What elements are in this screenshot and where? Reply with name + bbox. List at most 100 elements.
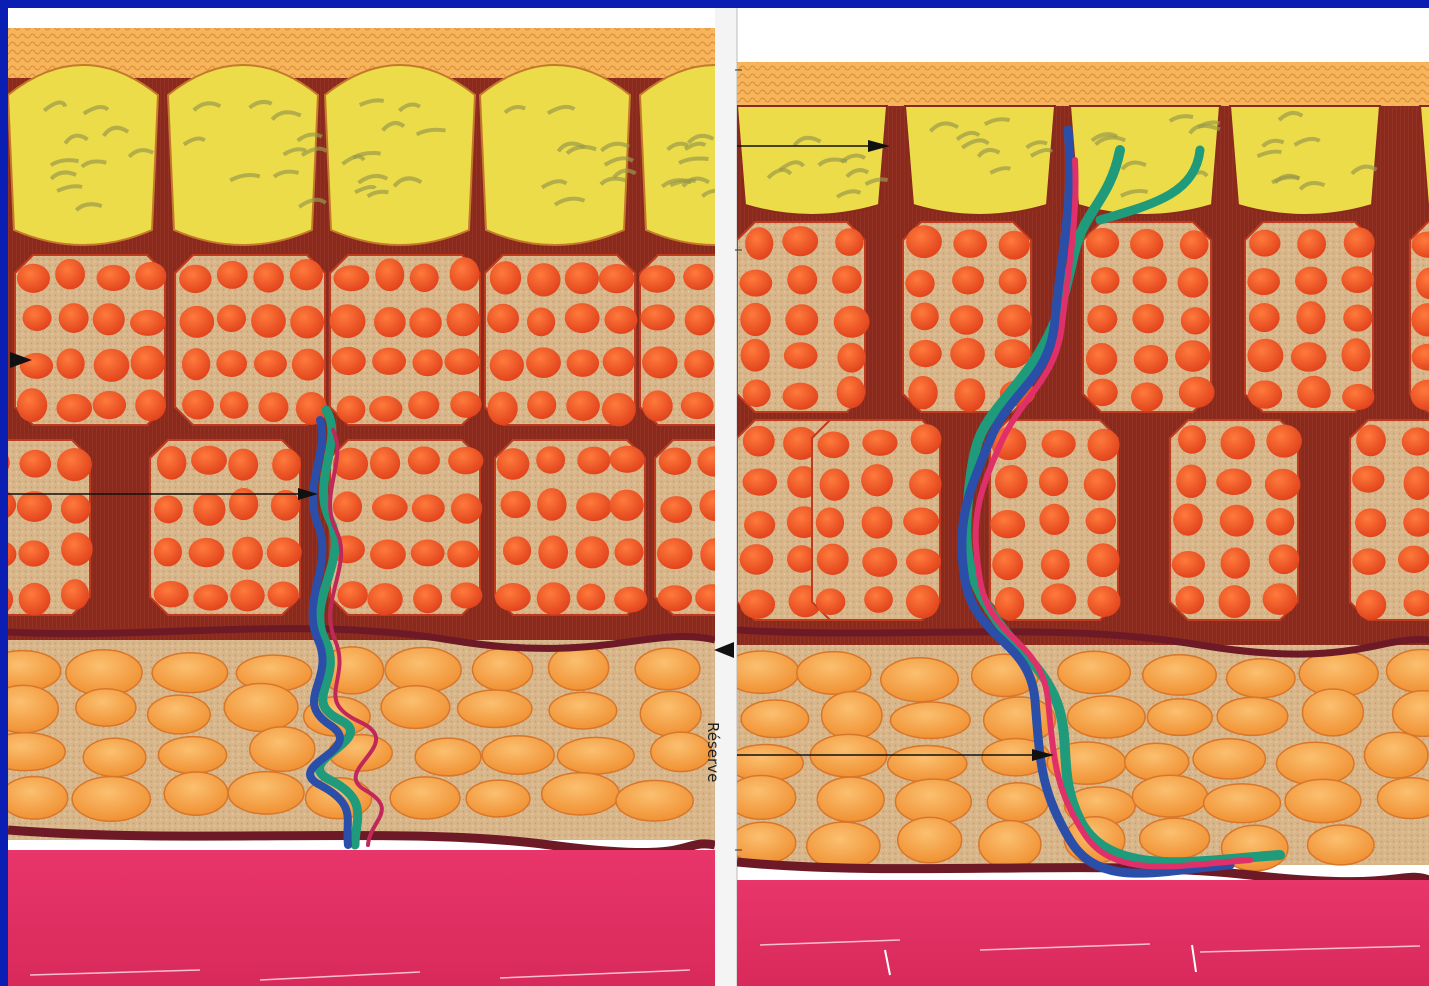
fat-cell [576,492,612,521]
fat-cell [537,488,566,521]
fat-cell [1086,508,1117,534]
fat-cell [17,491,52,522]
fat-cell [903,507,939,535]
fat-cell [739,270,772,297]
fat-cell [745,227,773,260]
fat-cell [641,304,675,330]
fat-cell [785,304,818,335]
deep-fat-cell [888,746,967,783]
fat-cell [1039,504,1069,535]
fat-cell [999,231,1030,260]
fat-cell [575,536,609,568]
fat-cell [537,582,571,615]
fat-cell [1179,377,1215,408]
fat-cell [1042,430,1076,458]
fat-cell [832,265,862,293]
fat-cell [1172,551,1205,578]
fat-cell [782,383,818,410]
fat-cell [193,493,225,526]
fat-cell [179,265,211,293]
fat-cell [497,448,530,480]
fat-cell [130,310,166,336]
fat-cell [447,540,479,567]
fat-cell [253,262,284,292]
deep-fat-cell [1227,659,1295,698]
fat-cell [370,540,406,570]
margin-label-reserve: Réserve [704,722,722,782]
fat-cell [290,306,324,339]
fat-cell [816,588,846,615]
deep-fat-cell [1147,699,1212,736]
fat-cell [131,346,166,380]
fat-cell [602,393,636,426]
fat-cell [911,424,942,454]
deep-fat-cell [381,686,450,729]
fat-cell [193,584,228,610]
fat-cell [372,494,408,521]
fat-cell [1181,307,1210,334]
deep-fat-cell [549,645,609,690]
fat-cell [57,448,92,481]
fat-cell [642,390,672,421]
deep-fat-cell [164,772,228,815]
fat-cell [217,261,248,289]
deep-fat-cell [1067,696,1145,738]
deep-fat-cell [890,702,970,738]
fat-cell [862,430,897,456]
fat-cell [909,469,942,500]
fat-cell [817,544,849,575]
fat-cell [487,304,519,333]
deep-fat-cell [817,777,884,822]
fat-cell [412,494,445,522]
fat-cell [614,587,647,613]
fat-cell [154,496,183,524]
fat-cell [1220,426,1255,459]
fat-cell [408,446,440,474]
fat-cell [1176,464,1206,498]
deep-fat-cell [881,658,959,702]
fat-cell [1341,338,1370,371]
fat-cell [189,538,225,567]
fat-cell [23,305,52,331]
deep-fat-cell [741,700,809,738]
fat-cell [1291,342,1327,372]
fat-cell [182,348,210,380]
fat-cell [816,507,844,537]
fat-cell [639,265,675,292]
deep-fat-cell [473,649,533,691]
fat-cell [409,308,441,338]
fat-cell [1087,543,1120,577]
deep-fat-cell [415,738,481,776]
fat-cell [333,491,362,522]
deep-fat-cell [224,683,298,731]
fat-cell [950,305,984,334]
fat-cell [94,349,130,382]
deep-fat-cell [72,777,150,822]
fat-cell [154,538,182,567]
fat-cell [154,581,189,607]
fat-cell [995,587,1024,620]
deep-fat-cell [1058,651,1130,693]
fat-cell [135,389,166,421]
fat-cell [1131,382,1163,411]
fat-cell [292,349,325,381]
fat-cell [444,348,480,375]
superficial-fat-lobule [1230,106,1380,215]
deep-fat-cell [76,689,136,727]
fat-cell [952,266,984,294]
fat-cell [950,338,985,369]
deep-fat-cell [979,821,1041,869]
deep-fat-cell [1204,784,1281,823]
fat-cell [997,305,1032,337]
fat-cell [742,468,777,495]
deep-fat-cell [1277,742,1354,785]
fat-cell [861,464,893,496]
deep-fat-cell [635,648,700,689]
superficial-fat-lobule [737,106,887,215]
fat-cell [906,548,941,574]
fat-cell [784,342,818,369]
deep-fat-cell [1125,743,1189,780]
fat-cell [19,583,51,616]
fat-cell [1216,469,1251,495]
fat-cell [1249,303,1280,332]
